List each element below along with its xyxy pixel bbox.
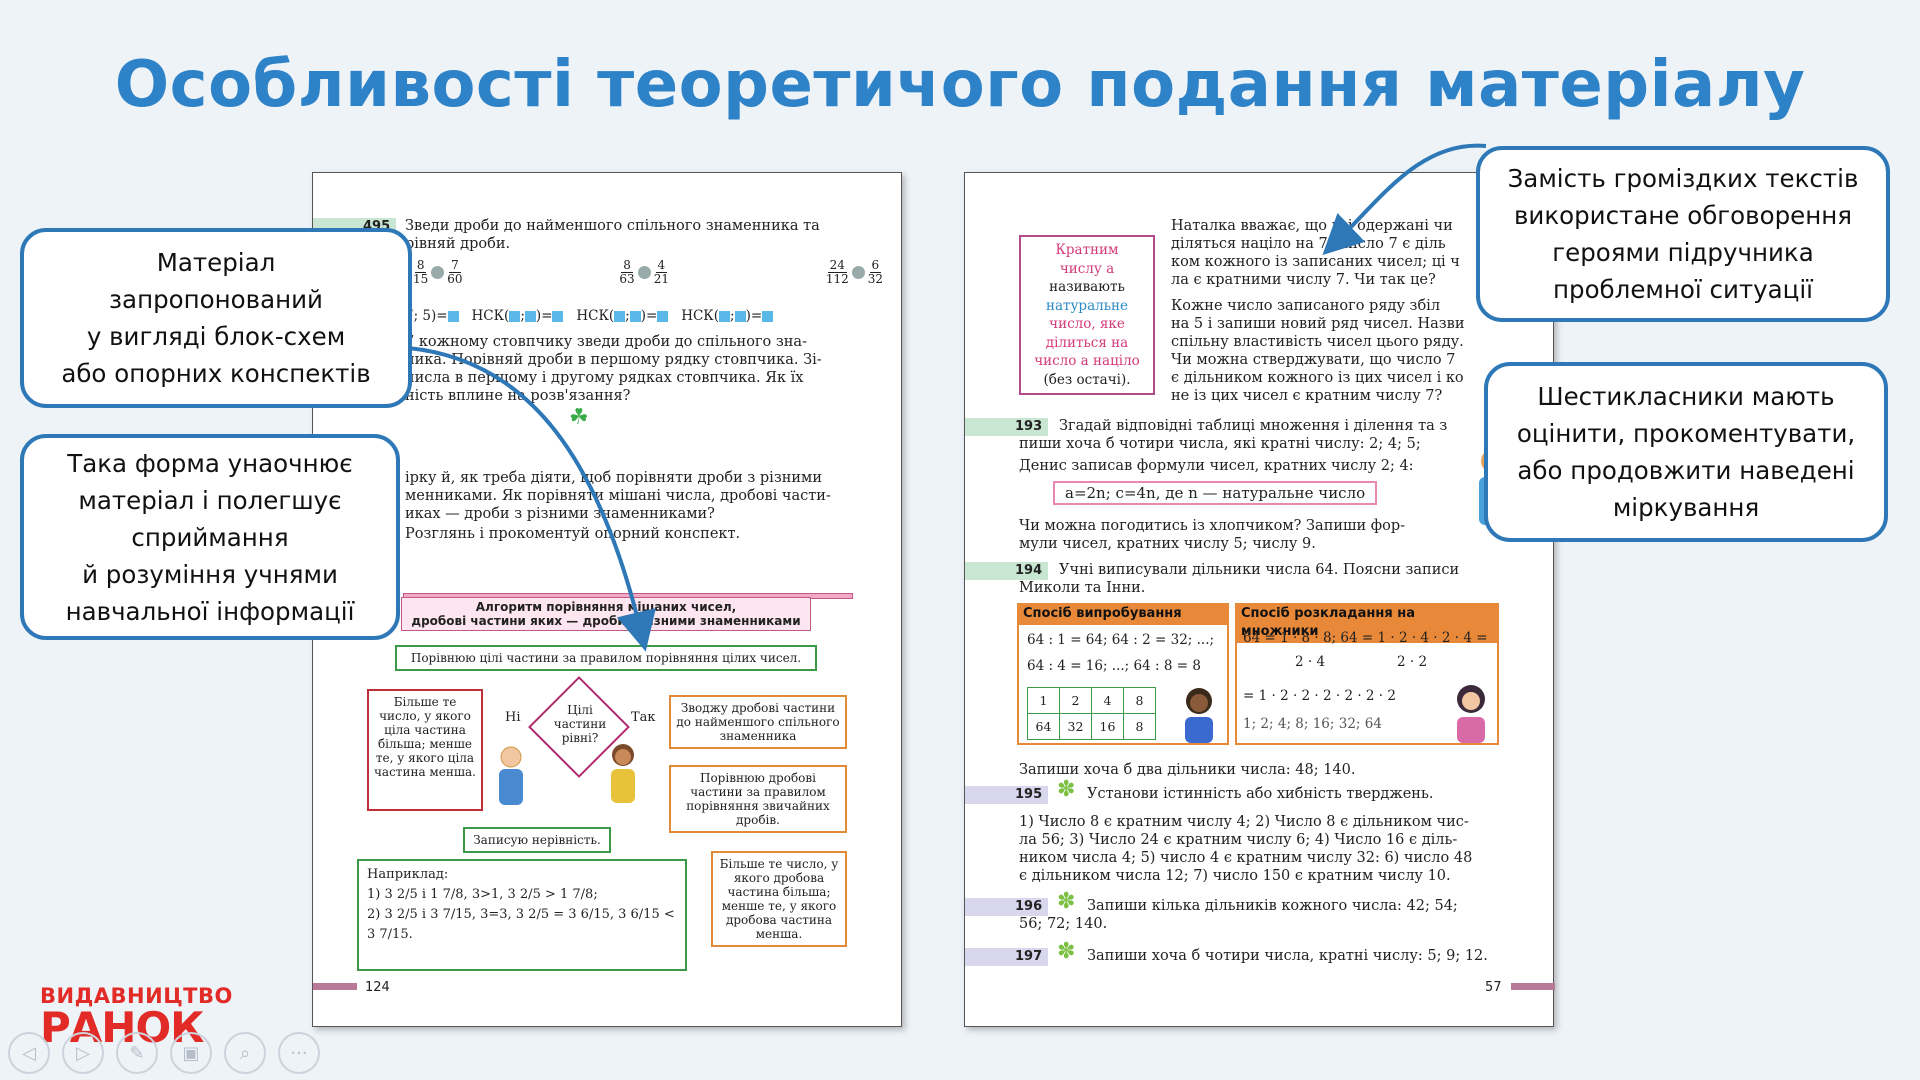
exercise-number: 195 [965,786,1049,804]
exercise-number: 194 [965,562,1049,580]
exercise-text: мули чисел, кратних числу 5; числу 9. [1019,536,1316,552]
flow-yes-label: Так [631,710,656,725]
slide-title: Особливості теоретичого подання матеріал… [114,48,1806,122]
exercise-text: Запиши хоча б два дільники числа: 48; 14… [1019,762,1356,778]
method-2-line: = 1 · 2 · 2 · 2 · 2 · 2 · 2 [1243,688,1396,704]
flow-box-right-1: Зводжу дробові частини до найменшого спі… [669,695,847,749]
exercise-text: Запиши кілька дільників кожного числа: 4… [1087,898,1458,914]
more-icon[interactable]: ··· [278,1032,320,1074]
arrow-right [1322,143,1487,256]
paragraph: ірку й, як треба діяти, щоб порівняти др… [405,470,823,486]
method-2-line: 64 = 1 · 8 · 8; 64 = 1 · 2 · 4 · 2 · 4 = [1243,630,1488,646]
nsk-row: 7; 5)= НСК(;)= НСК(;)= НСК(;)= [405,307,885,326]
arrow-left [407,346,656,652]
exercise-text: Денис записав формули чисел, кратних чис… [1019,458,1414,474]
exercise-text: пиши хоча б чотири числа, які кратні чис… [1019,436,1421,452]
puzzle-icon: ✽ [1057,889,1076,914]
method-1-line: 64 : 4 = 16; ...; 64 : 8 = 8 [1027,658,1201,674]
next-icon[interactable]: ▷ [62,1032,104,1074]
method-2-line: 1; 2; 4; 8; 16; 32; 64 [1243,716,1382,732]
paragraph: діляться націло на 7. Число 7 є діль [1171,236,1446,252]
exercise-text: Чи можна погодитись із хлопчиком? Запиши… [1019,518,1406,534]
paragraph: спільну властивість чисел цього ряду. [1171,334,1464,350]
method-2-heading: Спосіб розкладання на множники [1235,603,1499,643]
exercise-text: 1) Число 8 є кратним числу 4; 2) Число 8… [1019,814,1469,830]
exercise-text: ла 56; 3) Число 24 є кратним числу 6; 4)… [1019,832,1458,848]
exercise-text: Згадай відповідні таблиці множення і діл… [1059,418,1448,434]
formula-box: a=2n; c=4n, де n — натуральне число [1053,481,1378,505]
exercise-text: 56; 72; 140. [1019,916,1108,932]
paragraph: Кожне число записаного ряду збіл [1171,298,1441,314]
puzzle-icon: ✽ [1057,777,1076,802]
callout-discussion: Замість громіздких текстів використане о… [1476,146,1890,322]
girl-illustration [607,743,639,807]
footer-bar [313,983,357,990]
flow-no-label: Ні [505,710,521,725]
flow-step-1: Порівнюю цілі частини за правилом порівн… [395,645,817,671]
boy-illustration [1179,687,1219,743]
paragraph: ність вплине на розв'язання? [405,388,631,404]
paragraph: менниками. Як порівняти мішані числа, др… [405,488,831,504]
definition-box: Кратним числу a називають натуральне чис… [1019,235,1155,395]
exercise-text: Зведи дроби до найменшого спільного знам… [405,218,820,234]
paragraph: не із цих чисел є кратним числу 7? [1171,388,1443,404]
callout-block-scheme: Матеріал запропонований у вигляді блок-с… [20,228,412,408]
flow-box-right-3: Більше те число, у якого дробова частина… [711,851,847,947]
slideshow-nav: ◁ ▷ ✎ ▣ ⌕ ··· [8,1032,320,1074]
clover-icon: ☘ [569,405,589,430]
callout-visual-form: Така форма унаочнює матеріал і полегшує … [20,434,400,640]
exercise-number: 197 [965,948,1049,966]
flow-box-right-2: Порівнюю дробові частини за правилом пор… [669,765,847,833]
paragraph: ла є кратними числу 7. Чи так це? [1171,272,1436,288]
pen-icon[interactable]: ✎ [116,1032,158,1074]
exercise-text: Запиши хоча б чотири числа, кратні числу… [1087,948,1488,964]
flow-question: Цілі частини рівні? [553,703,607,745]
paragraph: на 5 і запиши новий ряд чисел. Назви [1171,316,1465,332]
exercise-text: Учні виписували дільники числа 64. Поясн… [1059,562,1460,578]
algorithm-title: Алгоритм порівняння мішаних чисел, дробо… [401,597,811,631]
exercise-number: 196 [965,898,1049,916]
girl-illustration [1451,685,1491,743]
exercise-text: Миколи та Інни. [1019,580,1146,596]
prev-icon[interactable]: ◁ [8,1032,50,1074]
page-number: 124 [365,980,390,995]
exercise-text: ником числа 4; 5) число 4 є кратним числ… [1019,850,1473,866]
paragraph: ника. Порівняй дроби в першому рядку сто… [405,352,822,368]
method-1-heading: Спосіб випробування [1017,603,1229,625]
paragraph: є дільником кожного із цих чисел і ко [1171,370,1464,386]
paragraph: Наталка вважає, що всі одержані чи [1171,218,1453,234]
exercise-number: 193 [965,418,1049,436]
callout-sixth-graders: Шестикласники мають оцінити, прокоментув… [1484,362,1888,542]
exercise-text: є дільником числа 12; 7) число 150 є кра… [1019,868,1451,884]
boy-illustration [495,745,527,809]
textbook-page-right: Кратним числу a називають натуральне чис… [964,172,1555,1027]
paragraph: Чи можна стверджувати, що число 7 [1171,352,1456,368]
paragraph: 7 кожному стовпчику зведи дроби до спіль… [405,334,807,350]
exercise-text: Установи істинність або хибність твердже… [1087,786,1434,802]
page-number: 57 [1485,980,1502,995]
slides-icon[interactable]: ▣ [170,1032,212,1074]
method-1-line: 64 : 1 = 64; 64 : 2 = 32; ...; [1027,632,1215,648]
paragraph: ком кожного із записаних чисел; ці ч [1171,254,1460,270]
method-2-line: 2 · 2 [1397,654,1428,670]
method-2-line: 2 · 4 [1295,654,1326,670]
flow-record: Записую нерівність. [463,827,611,853]
paragraph: Розглянь і прокоментуй опорний конспект. [405,526,741,542]
paragraph: иках — дроби з різними знаменниками? [405,506,715,522]
exercise-text: рівняй дроби. [405,236,511,252]
flow-box-left: Більше те число, у якого ціла частина бі… [367,689,483,811]
footer-bar [1511,983,1555,990]
example-box: Наприклад: 1) 3 2/5 і 1 7/8, 3>1, 3 2/5 … [357,859,687,971]
puzzle-icon: ✽ [1057,939,1076,964]
zoom-icon[interactable]: ⌕ [224,1032,266,1074]
